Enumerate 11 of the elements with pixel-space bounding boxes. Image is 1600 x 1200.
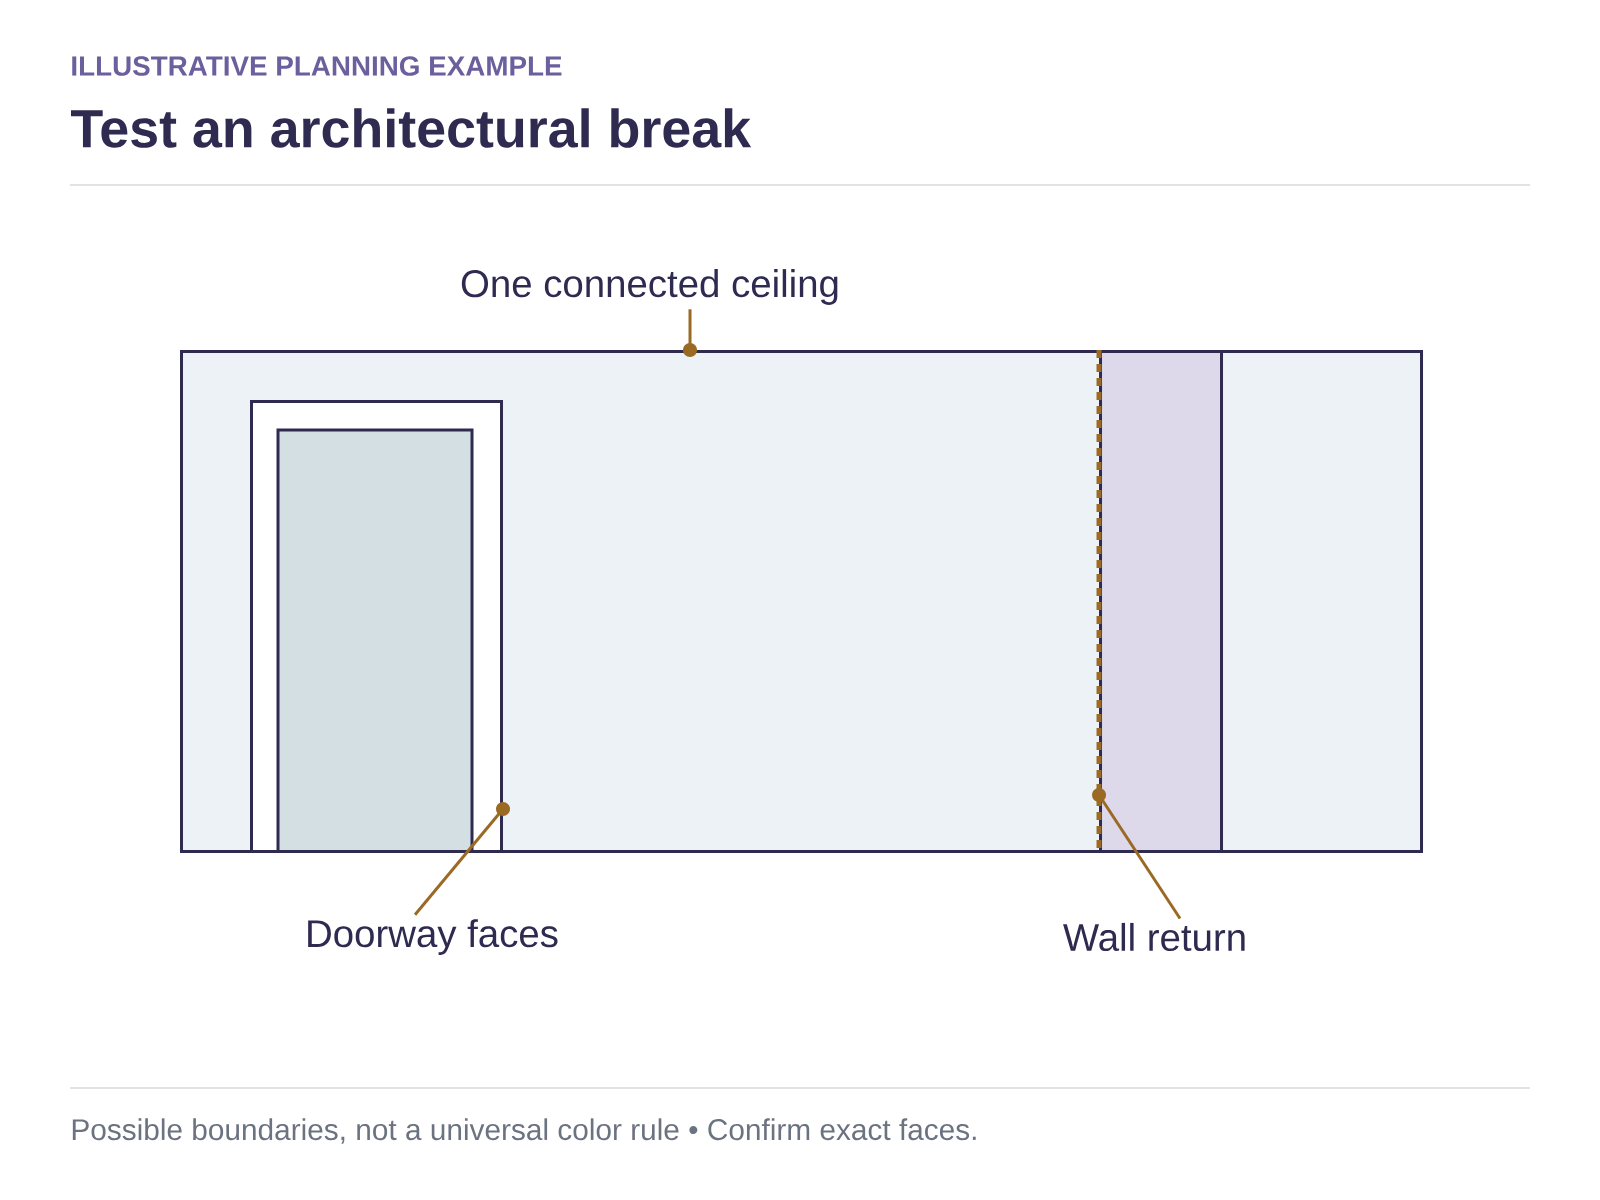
callout-label: Doorway faces	[308, 919, 558, 955]
caption: Possible boundaries, not a universal color rule • Confirm exact faces.	[72, 1118, 976, 1144]
wall-return-band	[1099, 350, 1223, 853]
leader-line	[683, 309, 697, 357]
callout-label: One connected ceiling	[461, 269, 838, 305]
kicker: ILLUSTRATIVE PLANNING EXAMPLE	[72, 56, 562, 76]
leader-line	[1092, 788, 1182, 920]
doorway-frame	[250, 400, 503, 853]
title: Test an architectural break	[71, 108, 752, 148]
callout-label: Wall return	[1063, 922, 1245, 952]
leader-line	[413, 802, 510, 916]
